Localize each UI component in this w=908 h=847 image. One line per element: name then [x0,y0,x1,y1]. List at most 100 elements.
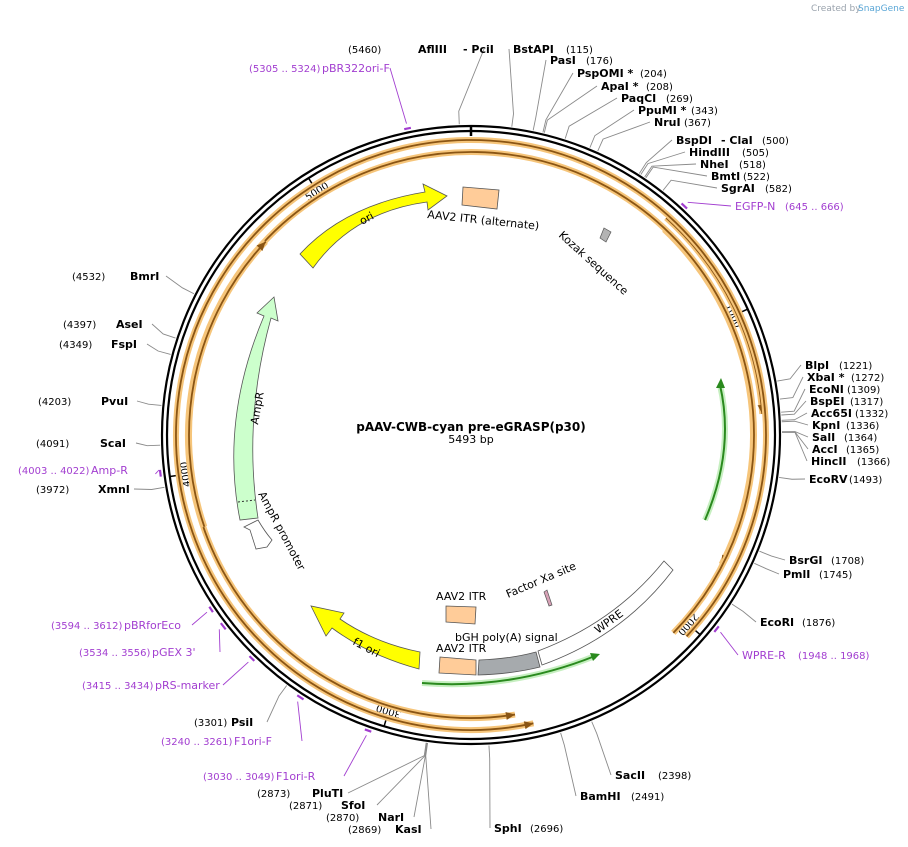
primer-mark[interactable] [219,622,227,631]
primer-mark[interactable] [713,625,720,633]
site-leader-line [564,97,618,139]
primer-name[interactable]: pGEX 3' [152,646,196,659]
ampr-promoter-junction [237,499,256,503]
site-name[interactable]: PpuMI * [638,104,687,117]
site-name[interactable]: PspOMI * [577,67,634,80]
feature-ampr-promoter-arrow[interactable] [243,519,273,550]
site-name[interactable]: ApaI * [601,80,639,93]
site-leader-line [781,431,809,450]
feature-aav2-itr-box-2[interactable] [438,656,477,676]
site-name[interactable]: Acc65I [811,407,852,420]
feature-factor-xa-label: Factor Xa site [504,559,578,600]
site-leader-line [151,323,176,339]
site-name[interactable]: EcoNI [809,383,844,396]
site-name[interactable]: XbaI * [807,371,845,384]
site-name[interactable]: PaqCI [621,92,656,105]
feature-wpre-box[interactable] [537,560,674,666]
cds-green-arc-right[interactable] [702,384,728,522]
primer-name[interactable]: pRS-marker [155,679,220,692]
site-name[interactable]: AflIII [418,43,447,56]
feature-kozak-label: Kozak sequence [556,229,631,298]
site-position: (2869) [348,825,381,836]
site-leader-line [135,442,161,447]
site-leader-line [425,742,432,830]
site-name[interactable]: AseI [116,318,143,331]
site-leader-line [165,275,195,295]
primer-name[interactable]: WPRE-R [742,649,786,662]
site-name[interactable]: BsrGI [789,554,822,567]
primer-mark[interactable] [248,655,256,662]
site-name[interactable]: BspDI [676,134,712,147]
site-name[interactable]: PmlI [783,568,810,581]
site-name[interactable]: AccI [812,443,838,456]
feature-factor-xa-mark[interactable] [543,589,553,607]
feature-f1-ori-arrow[interactable] [310,605,421,670]
feature-ori-arrow[interactable] [299,183,448,269]
site-position: (1221) [839,361,872,372]
site-name[interactable]: BmrI [130,270,159,283]
site-position: (4203) [38,397,71,408]
primer-range: (3534 .. 3556) [79,648,151,659]
site-name[interactable]: SphI [494,822,522,835]
site-name[interactable]: ScaI [100,437,126,450]
site-name[interactable]: SalI [812,431,835,444]
site-name[interactable]: EcoRI [760,616,794,629]
site-name[interactable]: BamHI [580,790,621,803]
site-name[interactable]: XmnI [98,483,130,496]
primer-name[interactable]: pBR322ori-F [322,62,390,75]
primer-leader-line [297,701,303,742]
site-position: (1309) [847,385,880,396]
primer-mark[interactable] [680,202,688,210]
site-name[interactable]: KpnI [812,419,840,432]
site-name[interactable]: HindIII [689,146,730,159]
site-name[interactable]: SgrAI [721,182,755,195]
site-position: (1332) [855,409,888,420]
feature-aav2-itr-alt-box[interactable] [461,186,500,210]
primer-mark[interactable] [403,126,412,131]
site-name[interactable]: PvuI [101,395,128,408]
site-name[interactable]: NarI [378,811,404,824]
site-name[interactable]: KasI [395,823,422,836]
primer-name[interactable]: F1ori-R [276,770,316,783]
primer-name[interactable]: EGFP-N [735,200,775,213]
site-name-2[interactable]: - PciI [463,43,494,56]
site-position: (582) [765,184,792,195]
primer-name[interactable]: pBRforEco [124,619,181,632]
primer-mark[interactable] [158,469,162,477]
primer-mark[interactable] [364,728,372,733]
primer-mark[interactable] [208,606,214,613]
site-name[interactable]: NheI [700,158,729,171]
cds-green-arc-bottom-core [421,655,596,686]
feature-ampr-arrow[interactable] [233,296,279,521]
feature-bgh-polya-box[interactable] [477,651,541,676]
site-leader-line [779,376,804,400]
feature-aav2-itr-alt-label: AAV2 ITR (alternate) [427,208,540,233]
site-name[interactable]: HincII [811,455,847,468]
feature-aav2-itr-box-1[interactable] [445,605,477,625]
site-name-2[interactable]: - ClaI [721,134,753,147]
site-name[interactable]: PluTI [312,787,343,800]
site-name[interactable]: BspEI [810,395,844,408]
site-name[interactable]: BstAPI [513,43,554,56]
site-leader-line [560,732,577,797]
site-name[interactable]: SacII [615,769,645,782]
site-leader-line [638,139,673,174]
site-position: (4397) [63,320,96,331]
primer-range: (5305 .. 5324) [249,64,321,75]
site-leader-line [645,166,708,179]
site-name[interactable]: EcoRV [809,473,848,486]
feature-kozak-box[interactable] [599,227,612,243]
site-name[interactable]: PsiI [231,716,253,729]
orf-arc-core [175,139,767,731]
site-name[interactable]: BmtI [711,170,740,183]
orf-arc-core [187,151,755,719]
site-name[interactable]: FspI [111,338,137,351]
site-name[interactable]: BlpI [805,359,829,372]
primer-name[interactable]: F1ori-F [234,735,272,748]
site-name[interactable]: SfoI [341,799,365,812]
primer-name[interactable]: Amp-R [91,464,128,477]
orf-layer [173,137,769,733]
primer-mark[interactable] [296,694,305,701]
site-name[interactable]: PasI [550,54,576,67]
site-name[interactable]: NruI [654,116,681,129]
